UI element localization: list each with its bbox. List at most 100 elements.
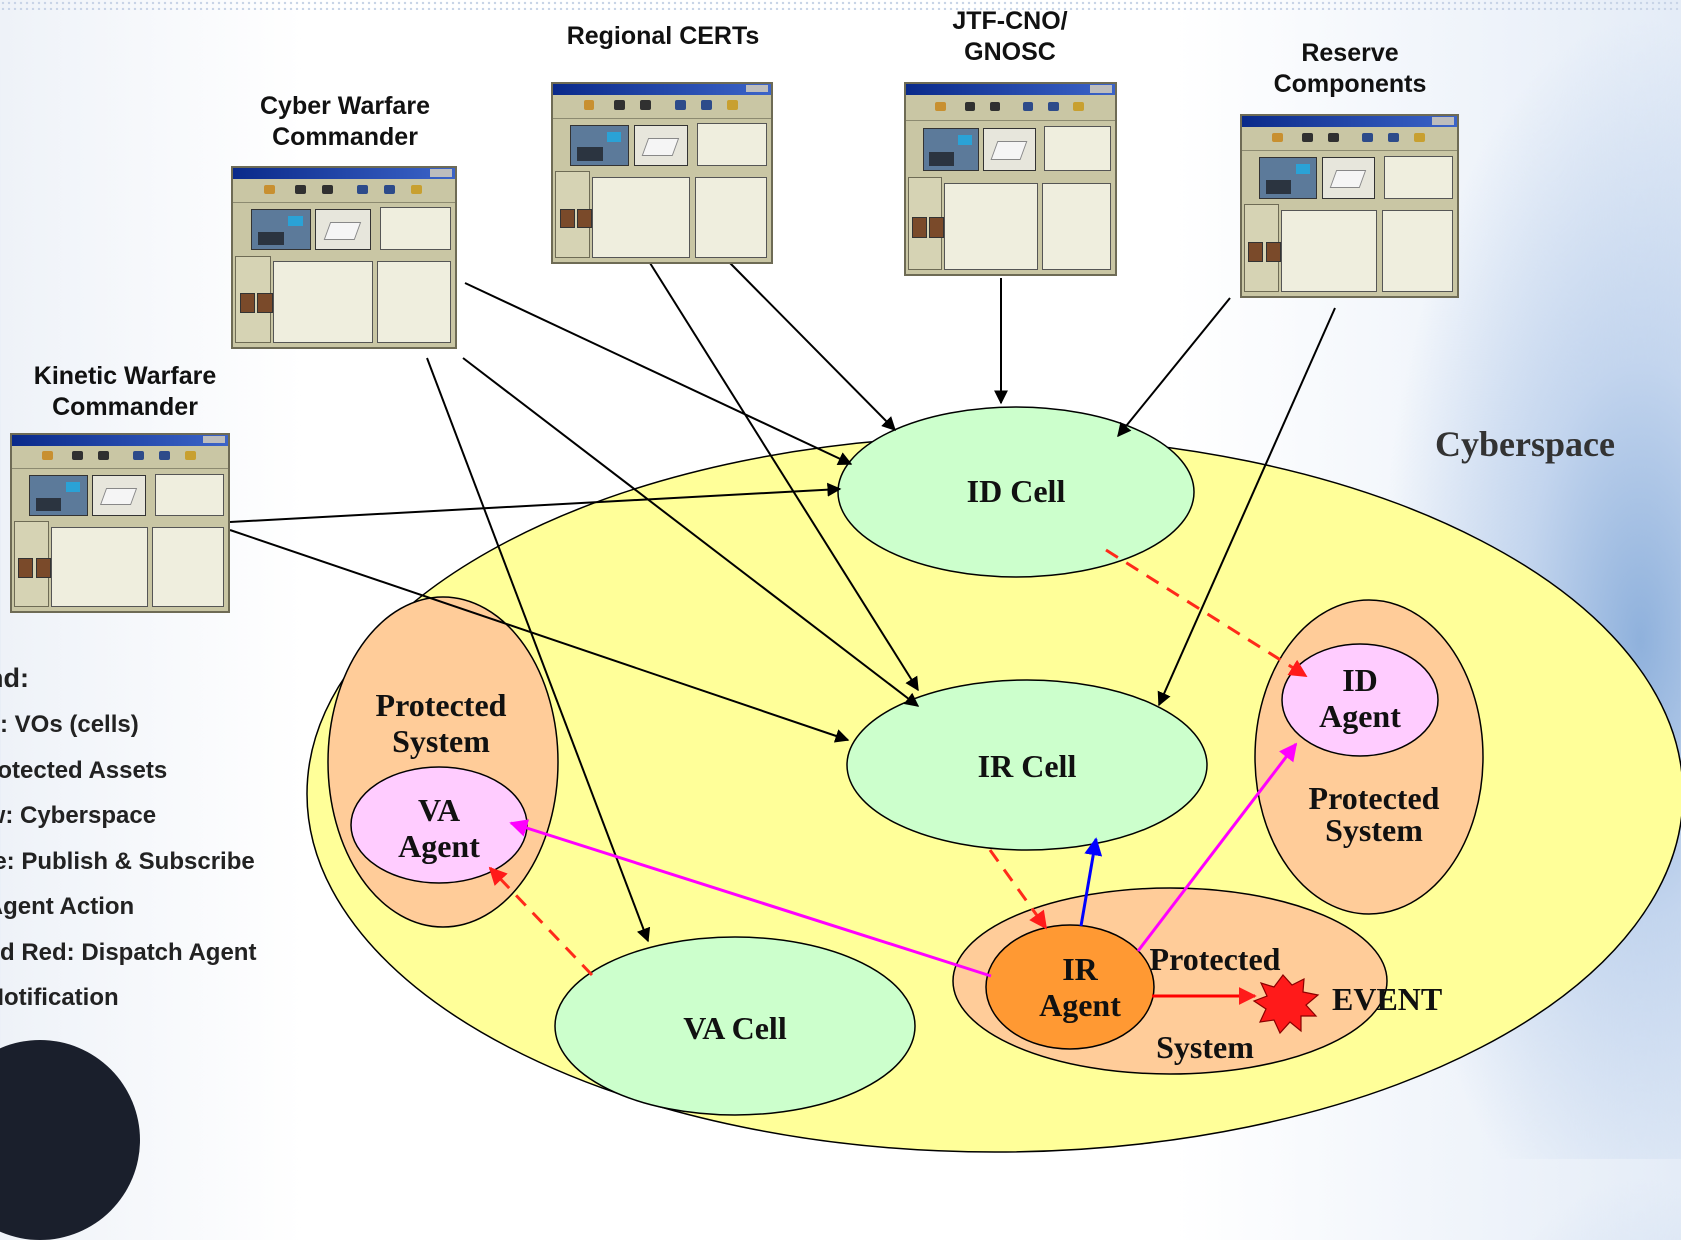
- publish-subscribe-links: [509, 742, 1298, 978]
- legend-item-protected-assets: Protected Assets: [0, 756, 168, 784]
- ir-agent-label: IR Agent: [1039, 951, 1121, 1023]
- event-burst-icon: [1252, 974, 1320, 1035]
- va-cell-shape[interactable]: [554, 936, 916, 1116]
- window-titlebar: [1242, 116, 1457, 127]
- va-agent-label: VA Agent: [398, 792, 480, 864]
- window-titlebar: [906, 84, 1115, 96]
- user-avatar: [1265, 242, 1281, 262]
- protected-system-left-label: Protected System: [375, 687, 507, 759]
- my-items-list: [152, 526, 224, 608]
- window-titlebar: [12, 435, 228, 446]
- legend-title: end:: [0, 663, 29, 693]
- items-list: [592, 176, 691, 259]
- dispatch-agent-links: [488, 548, 1308, 977]
- legend-item-cyberspace: ow: Cyberspace: [0, 802, 157, 829]
- user-avatar: [257, 293, 273, 314]
- protected-system-right-label: Protected System: [1308, 780, 1440, 848]
- legend: end: en: VOs (cells) Protected Assets ow…: [0, 663, 256, 1021]
- command-links: [229, 262, 1336, 943]
- legend-item-publish-subscribe: ple: Publish & Subscribe: [0, 847, 255, 875]
- link-reserve-to-id-cell: [1117, 297, 1231, 438]
- window-toolbar: [1242, 127, 1457, 152]
- user-avatar: [576, 208, 593, 229]
- cyber-warfare-commander-label: Cyber Warfare Commander: [260, 92, 430, 151]
- legend-item-cells: en: VOs (cells): [0, 711, 139, 738]
- legend-item-agent-action: : Agent Action: [0, 893, 135, 920]
- window-titlebar: [233, 168, 455, 179]
- link-cyber-to-ir-cell: [462, 357, 920, 707]
- jtf-cno-window[interactable]: [904, 82, 1117, 276]
- link-cyber-to-va-cell: [426, 357, 651, 943]
- publish-ir-agent-to-va-agent: [509, 819, 992, 978]
- reserve-components-label: Reserve Components: [1273, 39, 1427, 98]
- building-list: [696, 123, 767, 166]
- protected-system-bottom-bottom-label: System: [1156, 1029, 1254, 1065]
- my-items-list: [1381, 209, 1453, 293]
- publish-ir-agent-to-id-agent: [1136, 742, 1298, 952]
- diagram-canvas: [229, 262, 1681, 1153]
- room-view-3d: [1259, 157, 1318, 199]
- link-kinetic-to-ir-cell: [229, 529, 850, 743]
- my-items-list: [1041, 182, 1111, 271]
- user-avatar: [35, 558, 51, 578]
- kinetic-warfare-commander-label: Kinetic Warfare Commander: [33, 362, 217, 421]
- cyber-warfare-window[interactable]: [231, 166, 457, 349]
- my-items-list: [377, 261, 451, 344]
- dispatch-ir-cell-to-ir-agent: [988, 849, 1048, 930]
- id-agent-shape[interactable]: [1281, 643, 1439, 757]
- room-view-3d: [29, 475, 88, 516]
- cyberspace-label: Cyberspace: [1435, 424, 1615, 464]
- items-list: [50, 526, 149, 608]
- dispatch-va-cell-to-va-agent: [488, 866, 594, 977]
- my-items-list: [694, 176, 767, 259]
- id-cell-label: ID Cell: [966, 473, 1066, 509]
- legend-item-dispatch-agent: hed Red: Dispatch Agent: [0, 938, 257, 966]
- link-certs-to-ir-cell: [649, 262, 919, 692]
- window-toolbar: [233, 179, 455, 203]
- building-list: [379, 207, 451, 251]
- items-list: [1280, 209, 1378, 293]
- user-avatar: [928, 217, 944, 238]
- window-toolbar: [12, 446, 228, 470]
- user-avatar: [1248, 242, 1264, 262]
- window-toolbar: [906, 95, 1115, 122]
- notification-ir-agent-to-ir-cell: [1079, 837, 1103, 927]
- room-view-plan: [91, 475, 146, 516]
- top-dotted-band: [0, 0, 1681, 10]
- user-avatar: [18, 558, 34, 578]
- id-agent-label: ID Agent: [1319, 662, 1401, 734]
- dispatch-id-cell-to-id-agent: [1105, 548, 1308, 678]
- room-view-plan: [983, 127, 1036, 172]
- user-avatar: [912, 217, 927, 238]
- room-view-3d: [922, 127, 980, 172]
- room-view-3d: [250, 209, 311, 251]
- user-avatar: [239, 293, 255, 314]
- link-reserve-to-ir-cell: [1157, 307, 1336, 707]
- link-kinetic-to-id-cell: [229, 482, 842, 523]
- room-view-plan: [633, 124, 689, 166]
- legend-item-notification: : Notification: [0, 984, 119, 1011]
- items-list: [943, 182, 1038, 271]
- user-avatar: [559, 208, 575, 229]
- link-cyber-to-id-cell: [464, 282, 853, 465]
- room-view-plan: [1321, 157, 1376, 199]
- kinetic-warfare-window[interactable]: [10, 433, 230, 613]
- room-view-3d: [570, 124, 630, 166]
- building-list: [1383, 155, 1453, 199]
- jtf-cno-label: JTF-CNO/ GNOSC: [952, 7, 1068, 66]
- window-toolbar: [553, 95, 771, 119]
- event-label: EVENT: [1332, 981, 1443, 1017]
- ir-agent-shape[interactable]: [985, 924, 1155, 1050]
- regional-certs-window[interactable]: [551, 82, 773, 264]
- reserve-components-window[interactable]: [1240, 114, 1459, 298]
- building-list: [1043, 125, 1111, 172]
- ir-cell-shape[interactable]: [846, 679, 1208, 851]
- room-view-plan: [315, 209, 371, 251]
- va-cell-label: VA Cell: [683, 1010, 787, 1046]
- items-list: [272, 261, 373, 344]
- ir-cell-label: IR Cell: [977, 748, 1077, 784]
- window-titlebar: [553, 84, 771, 95]
- protected-system-bottom-top-label: Protected: [1149, 941, 1281, 977]
- link-certs-to-id-cell: [729, 262, 896, 431]
- regional-certs-label: Regional CERTs: [566, 22, 760, 50]
